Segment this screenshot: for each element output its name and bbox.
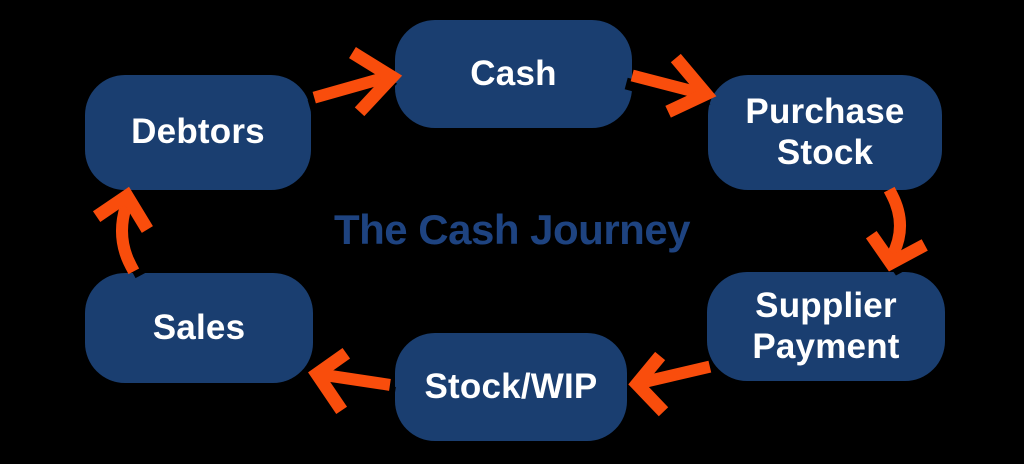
node-purchase-stock: Purchase Stock (708, 75, 942, 190)
node-stock-wip: Stock/WIP (395, 333, 627, 441)
arrow-sales-to-debtors-icon (92, 186, 157, 276)
node-stock-wip-label: Stock/WIP (424, 366, 598, 406)
node-sales-label: Sales (152, 307, 246, 347)
node-debtors-label: Debtors (131, 112, 265, 152)
node-supplier-payment-label: Supplier Payment (752, 286, 900, 366)
node-cash-label: Cash (470, 53, 557, 93)
arrow-cash-to-purchase-stock-icon (630, 53, 717, 118)
node-supplier-payment: Supplier Payment (707, 272, 945, 381)
diagram-title: The Cash Journey (333, 206, 691, 253)
node-cash: Cash (395, 20, 632, 128)
arrow-purchase-stock-to-supplier-payment-icon (862, 186, 940, 278)
arrow-supplier-payment-to-stock-wip-icon (628, 351, 712, 417)
node-debtors: Debtors (85, 75, 311, 190)
node-sales: Sales (85, 273, 313, 383)
arrow-debtors-to-cash-icon (312, 47, 403, 117)
node-purchase-stock-label: Purchase Stock (745, 92, 905, 172)
arrow-stock-wip-to-sales-icon (308, 347, 392, 415)
